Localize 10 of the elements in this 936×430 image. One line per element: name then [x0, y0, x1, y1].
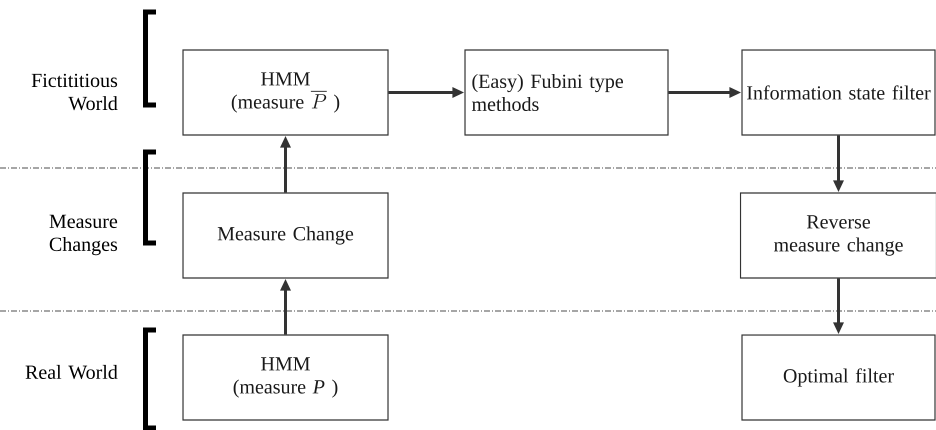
process-box: (Easy) Fubini type methods — [464, 49, 669, 136]
row-label: Real World — [26, 364, 118, 380]
process-box: Reverse measure change — [740, 192, 936, 279]
process-box: Measure Change — [182, 192, 389, 279]
process-box: HMM $\text{(measure }\overline{P}\text{ )}$ — [182, 49, 389, 136]
row-label: Measure Changes — [50, 214, 118, 256]
process-box: Optimal filter — [741, 334, 936, 421]
process-box: Information state filter — [741, 49, 936, 136]
process-box: HMM (measure P ) — [182, 334, 389, 421]
row-label: Fictititious World — [32, 74, 118, 110]
